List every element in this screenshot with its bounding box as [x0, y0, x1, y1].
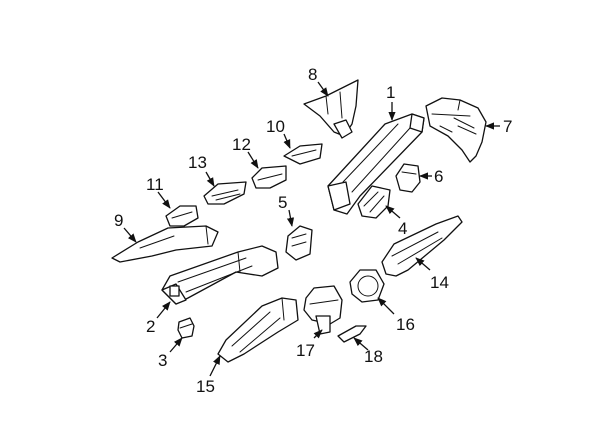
part-10-duct-segment	[283, 143, 323, 165]
callout-6: 6	[434, 167, 443, 186]
leader-4	[385, 205, 401, 219]
leader-14	[415, 257, 431, 271]
part-15-lower-duct	[217, 297, 299, 363]
callout-1: 1	[386, 83, 395, 102]
part-6-outlet-adaptor	[395, 163, 421, 193]
leader-10	[283, 133, 291, 149]
callout-2: 2	[146, 317, 155, 336]
part-4-connector	[357, 185, 391, 219]
part-12-duct-adaptor	[251, 165, 287, 189]
part-14-rear-duct	[381, 215, 463, 277]
leader-17	[313, 329, 323, 339]
callout-9: 9	[114, 211, 123, 230]
leader-16	[377, 297, 395, 315]
leader-15	[209, 355, 221, 377]
part-16-oval-outlet	[349, 269, 385, 303]
leader-18	[353, 337, 369, 351]
callout-4: 4	[398, 219, 407, 238]
part-11-grille	[165, 205, 199, 227]
callout-8: 8	[308, 65, 317, 84]
part-3-clip	[177, 317, 195, 339]
callout-13: 13	[188, 153, 207, 172]
callout-15: 15	[196, 377, 215, 396]
callout-18: 18	[364, 347, 383, 366]
callout-12: 12	[232, 135, 251, 154]
leader-12	[247, 151, 259, 169]
leader-8	[317, 81, 329, 97]
leader-11	[157, 191, 171, 209]
leader-3	[169, 337, 183, 353]
part-13-grille-vent	[203, 181, 247, 205]
leader-2	[156, 301, 171, 319]
callout-5: 5	[278, 193, 287, 212]
part-5-vent-bracket	[285, 225, 313, 261]
part-2-main-duct	[161, 245, 279, 305]
callout-11: 11	[146, 175, 164, 194]
callout-14: 14	[430, 273, 449, 292]
leader-5	[286, 209, 295, 227]
part-17-lower-outlet	[303, 285, 343, 335]
callout-3: 3	[158, 351, 167, 370]
callout-16: 16	[396, 315, 415, 334]
callout-17: 17	[296, 341, 315, 360]
callout-labels: 1 2 3 4 5 6 7 8 9 10 11 12 13 14 15 16 1…	[114, 65, 512, 396]
part-18-seal	[337, 325, 367, 343]
part-8-upper-duct	[303, 79, 359, 139]
leader-lines	[123, 81, 500, 377]
leader-9	[123, 227, 137, 243]
callout-7: 7	[503, 117, 512, 136]
leader-13	[205, 171, 215, 187]
part-7-heater-housing	[425, 97, 487, 163]
part-9-side-duct	[111, 225, 219, 263]
callout-10: 10	[266, 117, 285, 136]
